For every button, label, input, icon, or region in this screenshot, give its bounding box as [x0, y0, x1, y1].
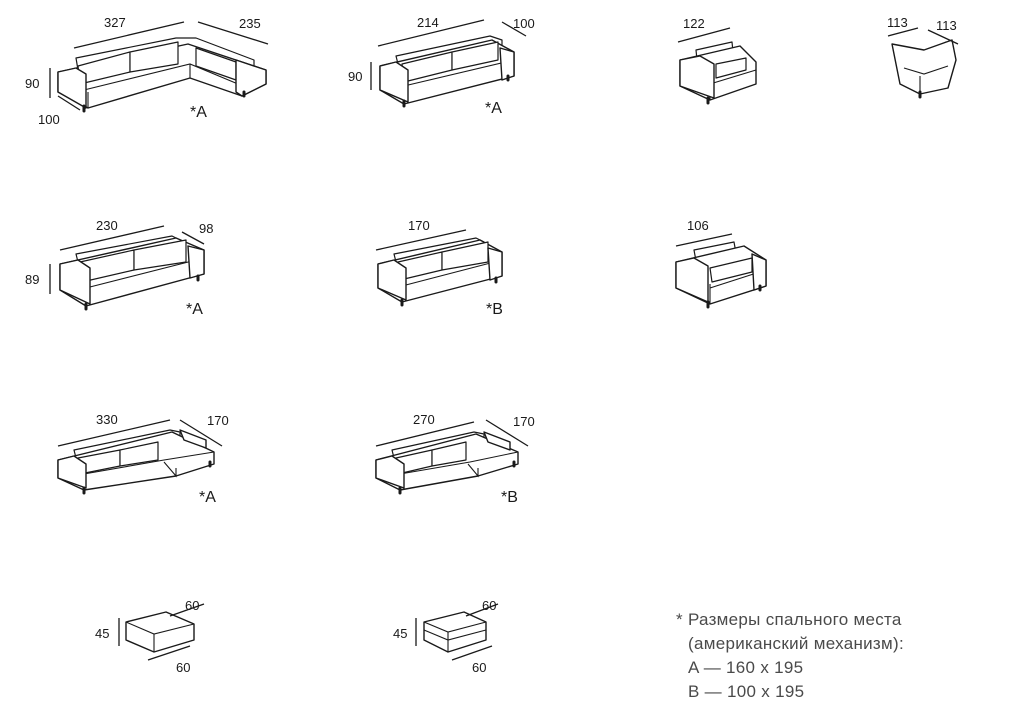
width-label: 60 [472, 660, 486, 675]
depth-dim-line [169, 603, 205, 617]
pouf-2: 45 60 60 [393, 598, 499, 675]
depth-dim-line [57, 95, 81, 111]
armchair: 106 [675, 218, 767, 309]
width-dim-line [375, 229, 467, 251]
corner-sofa: 327 235 90 100 *A [25, 15, 269, 127]
bed-mark: *A [190, 104, 207, 121]
depth-dim-line [179, 419, 223, 447]
depth-label: 98 [199, 221, 213, 236]
depth-dim-line [465, 603, 499, 617]
sofa-230-drawing [59, 235, 205, 311]
depth-label: 60 [185, 598, 199, 613]
width-dim-line [73, 21, 185, 49]
sofa-214-drawing [379, 35, 515, 108]
sofa-170: 170 *B [375, 218, 503, 318]
width-label: 214 [417, 15, 439, 30]
corner-sofa-drawing [57, 37, 267, 113]
depth-label: 100 [38, 112, 60, 127]
note-line-1: * Размеры спального места [676, 610, 902, 629]
side-width-label: 235 [239, 16, 261, 31]
width-dim-line [451, 645, 493, 661]
sofa-214: 214 100 90 *A [348, 15, 535, 117]
width-dim-line [59, 225, 165, 251]
height-label: 45 [95, 626, 109, 641]
depth-label: 100 [513, 16, 535, 31]
depth-label: 170 [513, 414, 535, 429]
sofa-170-drawing [377, 237, 503, 307]
chaise-270-drawing [375, 431, 519, 495]
pouf-1-drawing [125, 611, 195, 653]
bed-mark: *A [186, 301, 203, 318]
depth-dim-line [485, 419, 529, 447]
sleeping-area-note: * Размеры спального места (американский … [676, 608, 996, 704]
depth-dim-line [501, 21, 527, 37]
chaise-270: 270 170 *B [375, 412, 535, 506]
chaise-330: 330 170 *A [57, 412, 229, 506]
width-label: 327 [104, 15, 126, 30]
depth-label: 60 [482, 598, 496, 613]
width-label: 230 [96, 218, 118, 233]
sofa-230: 230 98 89 *A [25, 218, 213, 318]
width-dim-line [927, 29, 959, 45]
bed-mark: *A [485, 100, 502, 117]
height-label: 89 [25, 272, 39, 287]
height-label: 90 [348, 69, 362, 84]
armchair-module-drawing [679, 41, 757, 105]
note-line-2: (американский механизм): [688, 634, 904, 653]
width-dim-line [377, 19, 485, 47]
side-dim-line [197, 21, 269, 45]
width-label: 122 [683, 16, 705, 31]
corner-module-drawing [891, 39, 957, 99]
bed-mark: *B [486, 301, 503, 318]
armchair-drawing [675, 241, 767, 309]
width-label: 170 [408, 218, 430, 233]
bed-mark: *B [501, 489, 518, 506]
width-dim-line [677, 27, 731, 43]
height-label: 90 [25, 76, 39, 91]
width-label: 60 [176, 660, 190, 675]
pouf-2-drawing [423, 611, 487, 653]
width-dim-line [57, 419, 171, 447]
note-line-4: B — 100 x 195 [688, 682, 805, 701]
armchair-module: 122 [677, 16, 757, 105]
height-label: 45 [393, 626, 407, 641]
depth-label: 170 [207, 413, 229, 428]
width-label: 106 [687, 218, 709, 233]
depth-label: 113 [887, 15, 908, 30]
bed-mark: *A [199, 489, 216, 506]
width-label: 270 [413, 412, 435, 427]
corner-module: 113 113 [887, 15, 959, 99]
depth-dim-line [887, 27, 919, 37]
depth-dim-line [181, 231, 205, 245]
chaise-330-drawing [57, 429, 215, 495]
width-dim-line [375, 421, 475, 447]
width-dim-line [675, 233, 733, 247]
width-dim-line [147, 645, 191, 661]
note-line-3: A — 160 x 195 [688, 658, 804, 677]
width-label: 330 [96, 412, 118, 427]
width-label: 113 [936, 18, 957, 33]
pouf-1: 45 60 60 [95, 598, 205, 675]
